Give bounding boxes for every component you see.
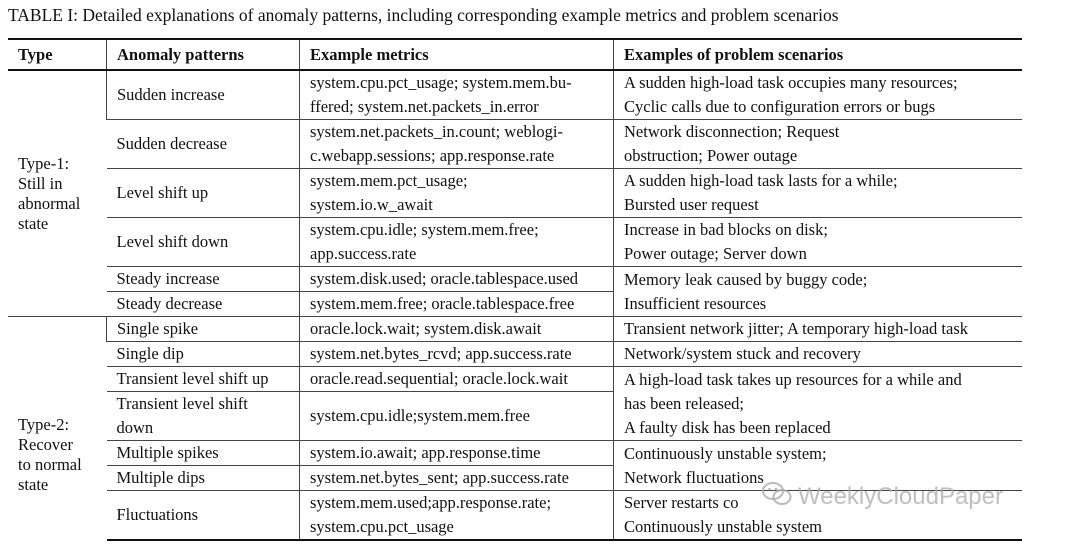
header-problem-scenarios: Examples of problem scenarios [613,38,1022,71]
table-row: Fluctuations system.mem.used;app.respons… [8,490,1022,541]
type-1-cell: Type-1: Still in abnormal state [8,70,107,317]
pattern-cell: Fluctuations [106,490,300,541]
pattern-cell: Steady increase [106,266,300,292]
pattern-cell: Level shift up [106,168,300,218]
table-row: Steady decrease system.mem.free; oracle.… [8,291,1022,317]
type-2-cell: Type-2: Recover to normal state [8,316,107,540]
pattern-cell: Steady decrease [106,291,300,317]
type-2-line: state [18,475,49,494]
scenario-cell: A high-load task takes up resources for … [613,366,1022,441]
table-header-row: Type Anomaly patterns Example metrics Ex… [8,38,1022,71]
type-1-line: Still in [18,173,63,193]
header-type: Type [8,38,107,71]
metrics-cell: system.net.packets_in.count; weblogi-c.w… [299,119,614,169]
metrics-cell: system.disk.used; oracle.tablespace.used [299,266,614,292]
pattern-cell: Transient level shift up [106,366,300,392]
table-row: Steady increase system.disk.used; oracle… [8,266,1022,317]
metrics-cell: system.mem.pct_usage;system.io.w_await [299,168,614,218]
metrics-cell: system.cpu.idle;system.mem.free [299,391,614,441]
pattern-cell: Multiple spikes [106,440,300,466]
table-row: Level shift down system.cpu.idle; system… [8,217,1022,267]
scenario-cell: Increase in bad blocks on disk;Power out… [613,217,1022,267]
metrics-cell: system.cpu.pct_usage; system.mem.bu-ffer… [299,70,614,120]
pattern-cell: Single dip [106,341,300,367]
table-row: Sudden decrease system.net.packets_in.co… [8,119,1022,169]
type-1-line: abnormal [18,193,81,213]
header-anomaly-patterns: Anomaly patterns [106,38,300,71]
table-row: Multiple spikes system.io.await; app.res… [8,440,1022,491]
table-row: Level shift up system.mem.pct_usage;syst… [8,168,1022,218]
scenario-cell: Network/system stuck and recovery [613,341,1022,367]
type-1-line: Type-1: [18,153,70,173]
scenario-cell: Continuously unstable system;Network flu… [613,440,1022,491]
table-row: Transient level shift up oracle.read.seq… [8,366,1022,441]
pattern-cell: Level shift down [106,217,300,267]
header-example-metrics: Example metrics [299,38,614,71]
type-1-line: state [18,213,49,233]
table-row: Type-1: Still in abnormal state Sudden i… [8,70,1022,233]
table-row: Type-2: Recover to normal state Single s… [8,316,1022,540]
table-caption: TABLE I: Detailed explanations of anomal… [8,5,839,25]
scenario-cell: A sudden high-load task occupies many re… [613,70,1022,120]
watermark: WeeklyCloudPaper [762,481,1003,514]
table-row: Multiple dips system.net.bytes_sent; app… [8,465,1022,491]
pattern-cell: Multiple dips [106,465,300,491]
metrics-cell: system.mem.used;app.response.rate;system… [299,490,614,541]
metrics-cell: system.mem.free; oracle.tablespace.free [299,291,614,317]
type-2-line: to normal [18,455,82,474]
metrics-cell: system.net.bytes_rcvd; app.success.rate [299,341,614,367]
metrics-cell: system.cpu.idle; system.mem.free;app.suc… [299,217,614,267]
metrics-cell: oracle.read.sequential; oracle.lock.wait [299,366,614,392]
pattern-cell: Sudden decrease [106,119,300,169]
metrics-cell: system.io.await; app.response.time [299,440,614,466]
pattern-cell: Single spike [106,316,300,342]
watermark-text: WeeklyCloudPaper [798,482,1003,510]
scenario-cell: Transient network jitter; A temporary hi… [613,316,1022,342]
pattern-cell: Sudden increase [106,70,300,120]
table-row: Single dip system.net.bytes_rcvd; app.su… [8,341,1022,367]
scenario-cell: A sudden high-load task lasts for a whil… [613,168,1022,218]
metrics-cell: system.net.bytes_sent; app.success.rate [299,465,614,491]
wechat-logo-icon [762,481,792,514]
anomaly-patterns-table: Type Anomaly patterns Example metrics Ex… [8,38,1022,541]
metrics-cell: oracle.lock.wait; system.disk.await [299,316,614,342]
type-2-line: Type-2: [18,415,70,434]
type-2-line: Recover [18,435,73,454]
scenario-cell: Memory leak caused by buggy code;Insuffi… [613,266,1022,317]
